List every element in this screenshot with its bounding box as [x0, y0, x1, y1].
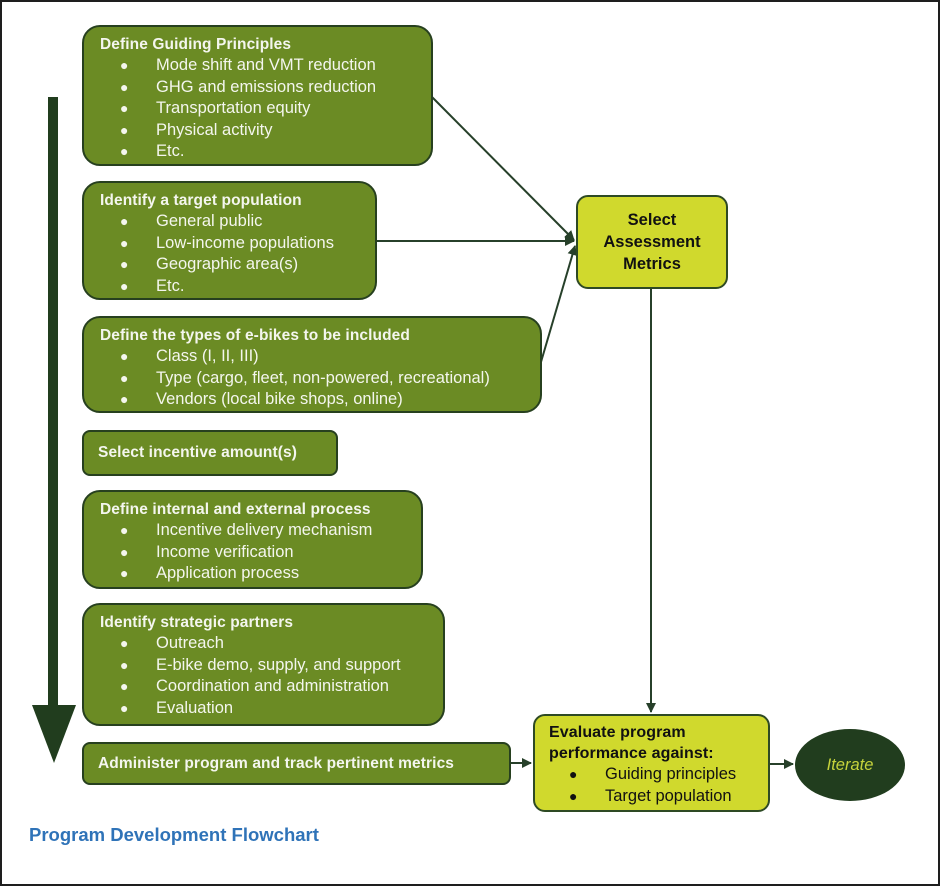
bullet-icon: ●: [120, 348, 129, 364]
bullet-icon: ●: [120, 543, 129, 560]
list-item: ●Mode shift and VMT reduction: [100, 55, 417, 77]
bullet-icon: ●: [120, 522, 129, 538]
step-title: Define Guiding Principles: [100, 36, 292, 53]
bullet-icon: ●: [120, 143, 129, 159]
step-define-process: Define internal and external process ●In…: [82, 490, 423, 589]
list-item: ●Physical activity: [100, 120, 417, 142]
list-item: ●GHG and emissions reduction: [100, 77, 417, 99]
step-identify-strategic-partners: Identify strategic partners ●Outreach ●E…: [82, 603, 445, 726]
bullet-icon: ●: [120, 78, 129, 95]
bullet-icon: ●: [120, 369, 129, 386]
figure-caption: Program Development Flowchart: [29, 824, 319, 845]
list-item: ●Evaluation: [100, 698, 429, 720]
evaluate-items: ●Guiding principles ●Target population: [549, 764, 756, 807]
list-item: ●Incentive delivery mechanism: [100, 520, 407, 542]
bullet-icon: ●: [569, 766, 578, 782]
list-item: ●Type (cargo, fleet, non-powered, recrea…: [100, 368, 526, 390]
bullet-icon: ●: [120, 234, 129, 251]
bullet-icon: ●: [120, 699, 129, 716]
list-item: ●Target population: [549, 786, 756, 808]
step-title: Administer program and track pertinent m…: [98, 754, 455, 772]
list-item: ●Outreach: [100, 633, 429, 655]
evaluate-program-performance: Evaluate program performance against: ●G…: [533, 714, 770, 812]
bullet-icon: ●: [120, 100, 129, 116]
list-item: ●Etc.: [100, 276, 361, 298]
step-define-guiding-principles: Define Guiding Principles ●Mode shift an…: [82, 25, 433, 166]
list-item: ●E-bike demo, supply, and support: [100, 655, 429, 677]
bullet-icon: ●: [120, 678, 129, 694]
bullet-icon: ●: [569, 787, 578, 804]
bullet-icon: ●: [120, 656, 129, 673]
bullet-icon: ●: [120, 565, 129, 581]
step-items: ●Mode shift and VMT reduction ●GHG and e…: [100, 55, 417, 163]
step-title: Identify a target population: [100, 192, 302, 209]
select-assessment-metrics: Select Assessment Metrics: [576, 195, 728, 289]
step-items: ●General public ●Low-income populations …: [100, 211, 361, 297]
step-identify-target-population: Identify a target population ●General pu…: [82, 181, 377, 300]
evaluate-title: Evaluate program performance against:: [549, 724, 714, 762]
bullet-icon: ●: [120, 256, 129, 272]
iterate-label: Iterate: [826, 755, 874, 774]
step-title: Define internal and external process: [100, 501, 371, 518]
list-item: ●General public: [100, 211, 361, 233]
bullet-icon: ●: [120, 57, 129, 73]
step-title: Select incentive amount(s): [98, 444, 297, 461]
list-item: ●Income verification: [100, 542, 407, 564]
list-item: ●Coordination and administration: [100, 676, 429, 698]
bullet-icon: ●: [120, 635, 129, 651]
step-items: ●Outreach ●E-bike demo, supply, and supp…: [100, 633, 429, 719]
list-item: ●Geographic area(s): [100, 254, 361, 276]
iterate-node: Iterate: [795, 729, 905, 801]
bullet-icon: ●: [120, 277, 129, 294]
select-metrics-label: Select Assessment Metrics: [603, 211, 701, 273]
list-item: ●Class (I, II, III): [100, 346, 526, 368]
step-items: ●Incentive delivery mechanism ●Income ve…: [100, 520, 407, 585]
step-title: Define the types of e-bikes to be includ…: [100, 327, 410, 344]
list-item: ●Vendors (local bike shops, online): [100, 389, 526, 411]
list-item: ●Low-income populations: [100, 233, 361, 255]
bullet-icon: ●: [120, 391, 129, 407]
bullet-icon: ●: [120, 213, 129, 229]
step-administer-program: Administer program and track pertinent m…: [82, 742, 511, 785]
list-item: ●Application process: [100, 563, 407, 585]
list-item: ●Guiding principles: [549, 764, 756, 786]
step-items: ●Class (I, II, III) ●Type (cargo, fleet,…: [100, 346, 526, 411]
step-select-incentive-amounts: Select incentive amount(s): [82, 430, 338, 476]
step-define-ebike-types: Define the types of e-bikes to be includ…: [82, 316, 542, 413]
bullet-icon: ●: [120, 121, 129, 138]
step-title: Identify strategic partners: [100, 614, 294, 631]
list-item: ●Etc.: [100, 141, 417, 163]
list-item: ●Transportation equity: [100, 98, 417, 120]
